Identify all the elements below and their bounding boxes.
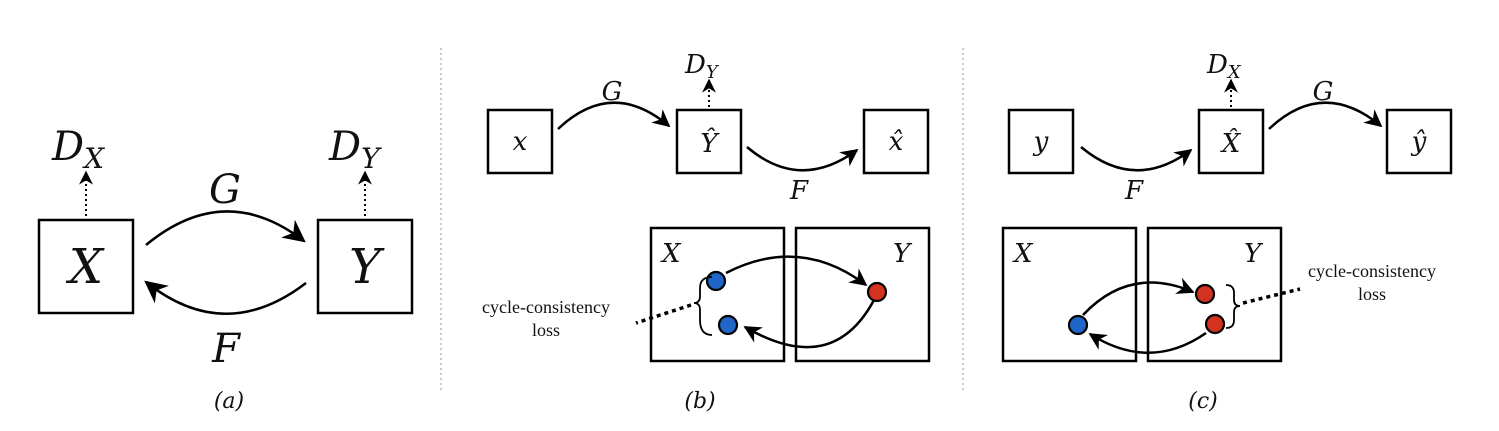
disc-x-sub: X [82, 142, 105, 175]
map-g-label-b: G [602, 77, 623, 107]
map-f-label-c: F [1124, 176, 1144, 206]
recon-y-box [1385, 108, 1453, 175]
domain-x-box [37, 218, 135, 315]
loss-label-b-line1: cycle-consistency [482, 297, 610, 317]
loss-label-b-line2: loss [532, 320, 560, 340]
space-x-box-c [1001, 226, 1138, 363]
map-g-arrow-b [557, 101, 671, 130]
panel-a: X Y DX DY G F (a) [37, 124, 414, 414]
point-y-mapped [866, 281, 888, 303]
map-g-label-c: G [1313, 77, 1334, 107]
input-y-label: y [1033, 127, 1049, 157]
map-f-arrow [144, 280, 307, 315]
map-f-arrow-c [1080, 146, 1193, 172]
recon-x-label: x̂ [889, 127, 904, 157]
backward-map-arrow-c [1088, 331, 1207, 354]
space-x-label-c: X [1012, 239, 1034, 269]
space-y-label-c: Y [1244, 239, 1264, 269]
fake-x-box [1197, 108, 1265, 175]
domain-y-label: Y [349, 239, 385, 295]
fake-x-label: X̂ [1220, 128, 1242, 159]
panel-c: y X̂ ŷ DX F G X Y cycle-consistency loss… [1001, 50, 1453, 414]
disc-y-sub-b: Y [706, 62, 720, 83]
disc-y-base-b: D [684, 50, 706, 80]
point-x-mapped [1067, 314, 1089, 336]
backward-map-arrow [743, 299, 876, 349]
loss-pointer [635, 303, 692, 325]
caption-b: (b) [684, 389, 715, 414]
disc-x-base: D [51, 124, 84, 170]
map-f-label: F [211, 326, 241, 372]
caption-c: (c) [1188, 389, 1218, 414]
loss-label-c-line2: loss [1358, 284, 1386, 304]
map-g-arrow [145, 210, 306, 246]
point-x-original [705, 270, 727, 292]
fake-y-label: Ŷ [700, 127, 720, 159]
disc-x-label: DX [51, 124, 105, 175]
disc-x-base-c: D [1206, 50, 1228, 80]
input-x-box [486, 108, 554, 175]
domain-x-label: X [65, 239, 105, 295]
disc-y-label-b: DY [684, 50, 720, 83]
disc-y-label: DY [328, 124, 382, 175]
forward-map-arrow [725, 255, 868, 287]
forward-map-arrow-c [1082, 277, 1195, 316]
space-x-label: X [660, 239, 682, 269]
disc-y-sub: Y [361, 142, 382, 175]
disc-y-base: D [328, 124, 361, 170]
map-g-arrow-c [1268, 101, 1383, 130]
caption-a: (a) [214, 389, 244, 414]
input-y-box [1007, 108, 1075, 175]
space-y-label: Y [893, 239, 913, 269]
disc-x-label-c: DX [1206, 50, 1242, 83]
loss-brace-c [1225, 284, 1241, 329]
disc-x-sub-c: X [1226, 62, 1242, 83]
recon-x-box [862, 108, 930, 175]
loss-label-c-line1: cycle-consistency [1308, 261, 1436, 281]
point-y-original [1194, 283, 1216, 305]
map-f-arrow-b [746, 146, 859, 172]
panel-b: x Ŷ x̂ DY G F X Y cycle-consistency loss… [482, 50, 931, 414]
input-x-label: x [513, 127, 528, 157]
loss-pointer-c [1242, 287, 1301, 305]
fake-y-box [675, 108, 743, 175]
loss-brace [693, 276, 713, 336]
recon-y-label: ŷ [1411, 127, 1427, 157]
map-g-label: G [209, 167, 241, 213]
space-y-box [794, 226, 931, 363]
domain-y-box [316, 218, 414, 315]
map-f-label-b: F [789, 176, 809, 206]
point-x-reconstructed [717, 314, 739, 336]
point-y-reconstructed [1204, 313, 1226, 335]
